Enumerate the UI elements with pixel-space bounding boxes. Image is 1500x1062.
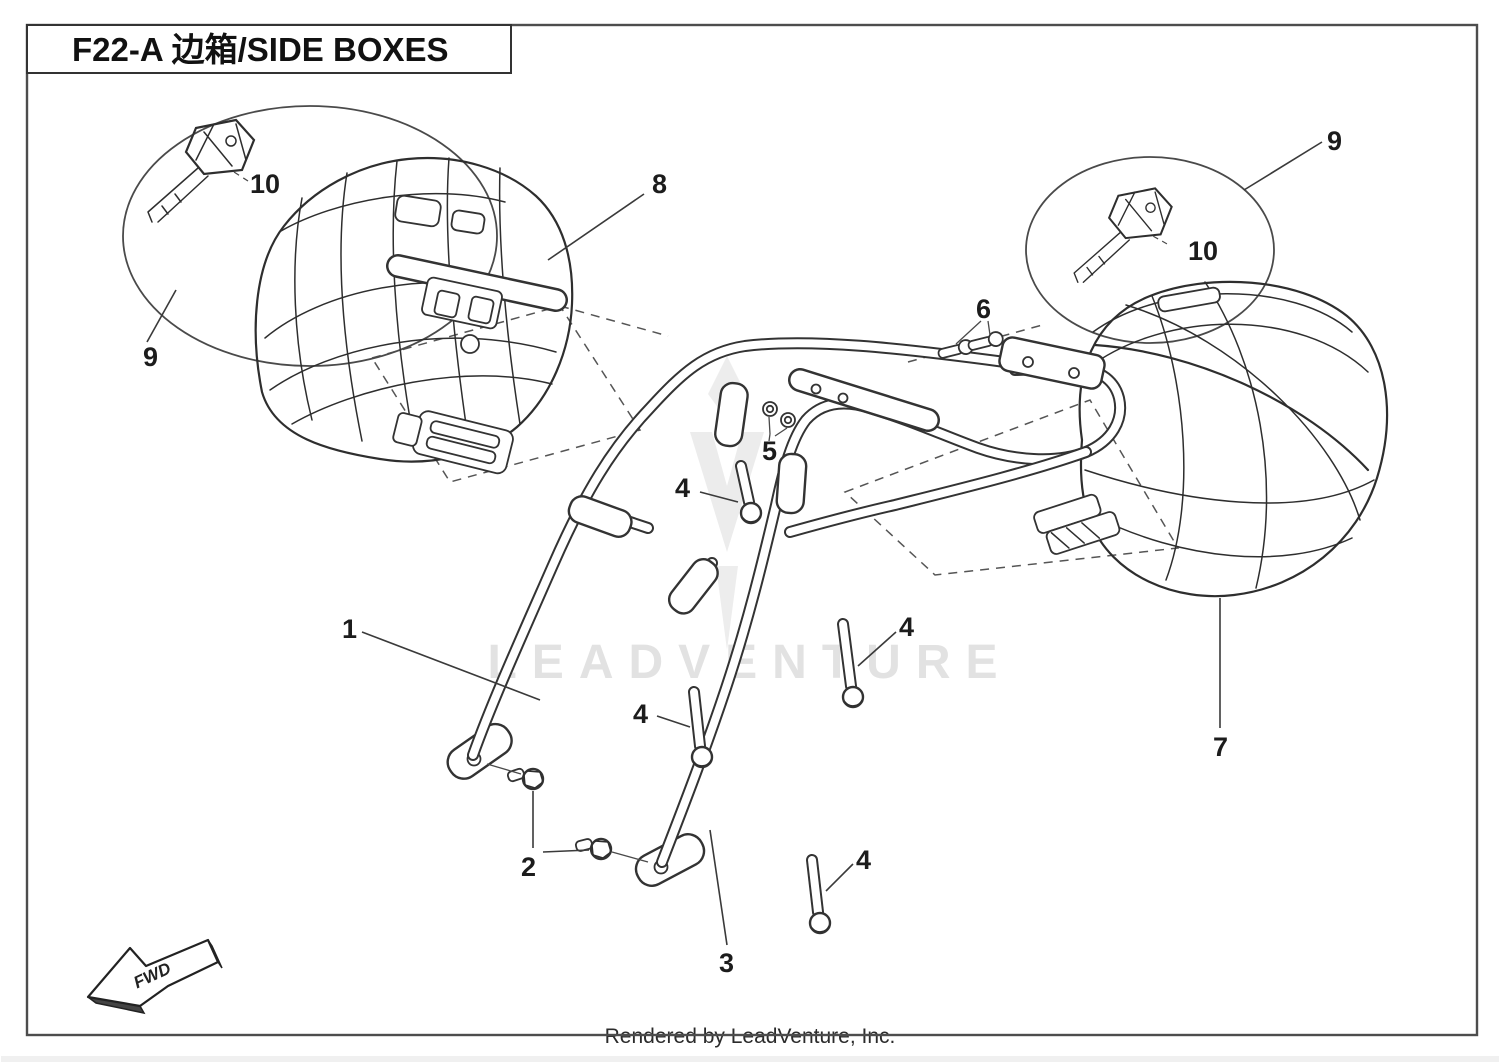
title-block: F22-A 边箱/SIDE BOXES (26, 24, 512, 74)
screw-pair: 6 (937, 294, 1004, 359)
hex-bolt (574, 837, 613, 861)
key-left (147, 118, 256, 223)
rack-tube-front (467, 337, 1011, 761)
socket-bolt (735, 460, 763, 525)
callout-4c: 4 (633, 699, 648, 729)
hex-bolts: 2 (486, 763, 649, 882)
key-right (1073, 187, 1173, 283)
detail-circle-right: 9 10 (1025, 126, 1342, 344)
socket-bolt (688, 686, 714, 769)
callout-4a: 4 (675, 473, 690, 503)
callout-3: 3 (719, 948, 734, 978)
callout-4d: 4 (856, 845, 871, 875)
callout-5: 5 (762, 436, 777, 466)
page-bottom-edge (1, 1056, 1499, 1062)
callout-6: 6 (976, 294, 991, 324)
luggage-rack: 1 3 (342, 336, 1127, 978)
side-box-right: 7 (1033, 280, 1389, 762)
watermark-text: LEADVENTURE (487, 636, 1012, 689)
footer-credit: Rendered by LeadVenture, Inc. (605, 1025, 896, 1048)
callout-10-left: 10 (250, 169, 280, 199)
socket-bolt (837, 618, 865, 709)
side-box-left: 8 (254, 157, 667, 475)
callout-8: 8 (652, 169, 667, 199)
rack-top-bracket (998, 336, 1106, 390)
callout-1: 1 (342, 614, 357, 644)
page-title: F22-A 边箱/SIDE BOXES (72, 31, 449, 68)
diagram-border (25, 23, 1479, 1037)
fwd-arrow: FWD (86, 938, 223, 1015)
callout-2: 2 (521, 852, 536, 882)
box-right-latch (1033, 493, 1121, 555)
nuts: 5 (762, 401, 796, 466)
rack-tube-return (784, 446, 1092, 538)
callout-9-left: 9 (143, 342, 158, 372)
rack-cross-bar (788, 368, 940, 432)
callout-7: 7 (1213, 732, 1228, 762)
detail-circle-left: 9 10 (122, 105, 498, 372)
rubber-sleeves (567, 381, 808, 615)
callout-4b: 4 (899, 612, 914, 642)
callout-10-right: 10 (1188, 236, 1218, 266)
socket-bolt (806, 854, 832, 935)
callout-9-right: 9 (1327, 126, 1342, 156)
socket-bolts: 4 4 4 4 (633, 460, 914, 935)
